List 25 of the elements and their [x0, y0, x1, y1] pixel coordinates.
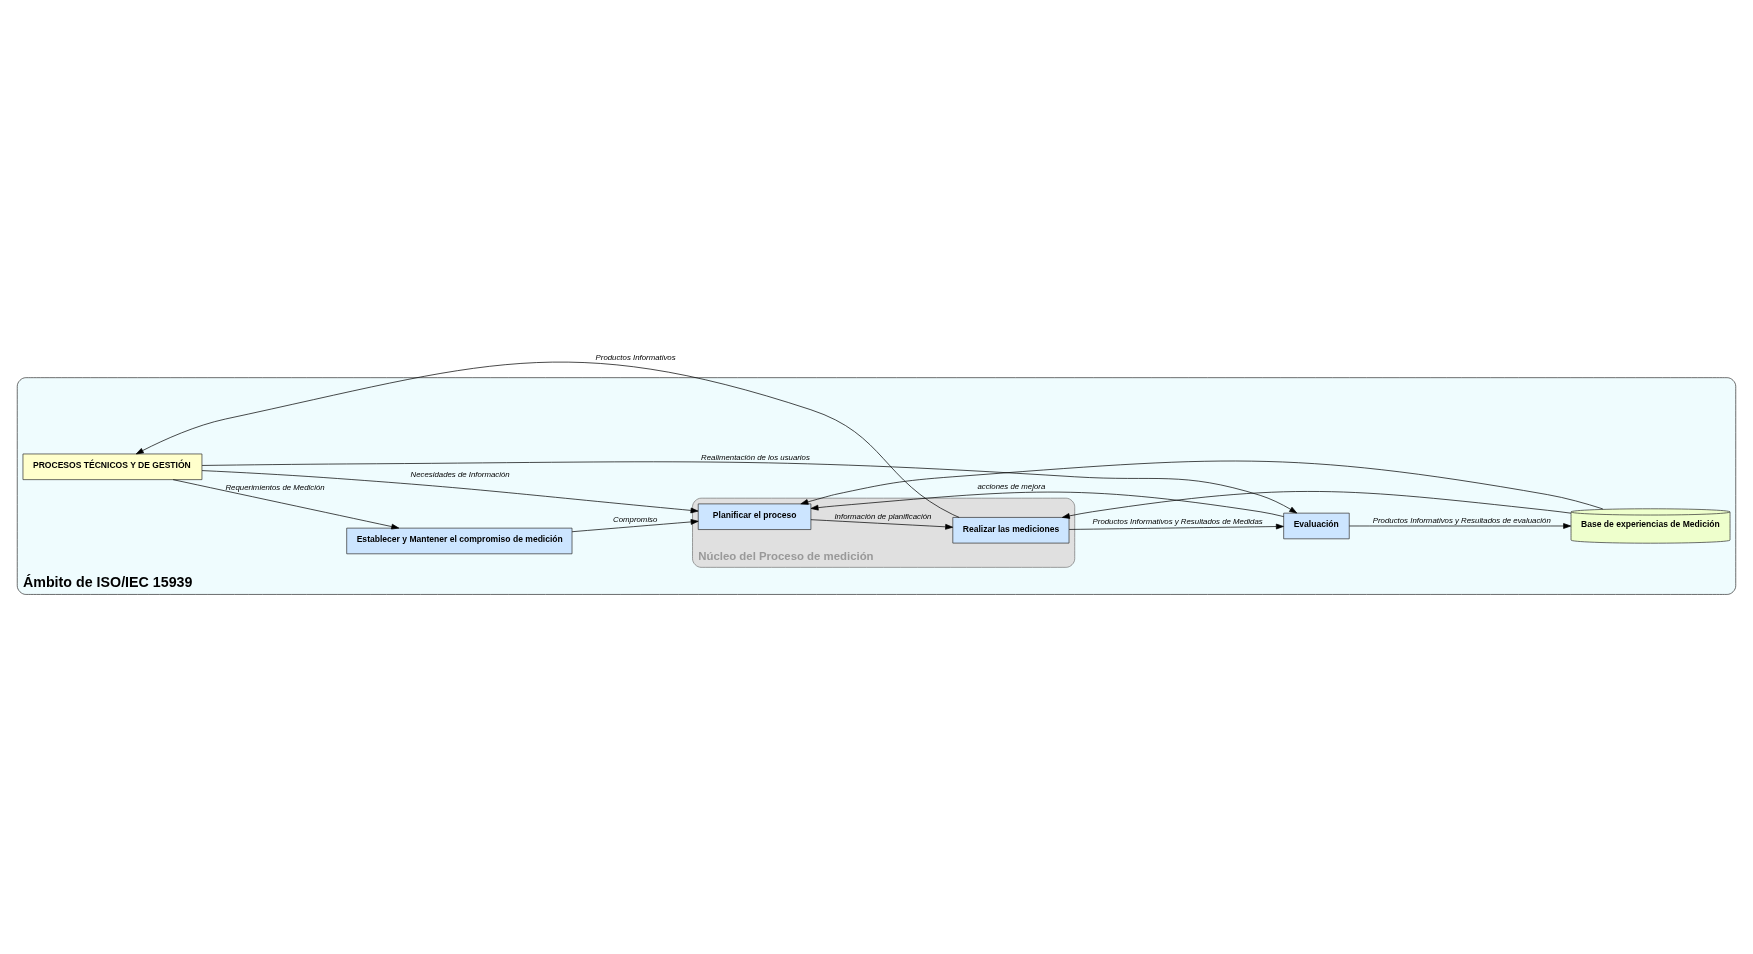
arrow: [172, 478, 400, 529]
arrow: [571, 518, 699, 532]
arrow: [1062, 490, 1572, 519]
node-box: Evaluación: [1283, 512, 1350, 539]
edge-label: Productos Informativos y Resultados de evaluación: [1372, 515, 1551, 525]
node-box: Realizar las mediciones: [952, 516, 1070, 543]
edge-label: Requerimientos de Medición: [225, 482, 325, 492]
arrow: [201, 469, 699, 513]
edge-label: Productos Informativos y Resultados de Medidas: [1092, 516, 1263, 526]
arrow: [135, 361, 960, 518]
edge-label: Necesidades de Información: [410, 469, 510, 479]
arrow: [1068, 523, 1284, 530]
edge-label: Productos Informativos: [595, 352, 676, 362]
edge-label: Compromiso: [613, 514, 658, 524]
edge-label: Realimentación de los usuarios: [701, 452, 810, 462]
arrow: [201, 460, 1298, 513]
node-box: Establecer y Mantener el compromiso de medición: [346, 527, 573, 554]
arrow: [1349, 522, 1572, 529]
arrow: [810, 518, 954, 530]
node-box: Planificar el proceso: [697, 503, 812, 530]
edge-label: Información de planificación: [834, 511, 932, 521]
arrow: [800, 460, 1604, 509]
edge-label: acciones de mejora: [977, 481, 1046, 491]
arrow: [810, 491, 1284, 517]
node-box: PROCESOS TÉCNICOS Y DE GESTIÓN: [22, 453, 203, 480]
